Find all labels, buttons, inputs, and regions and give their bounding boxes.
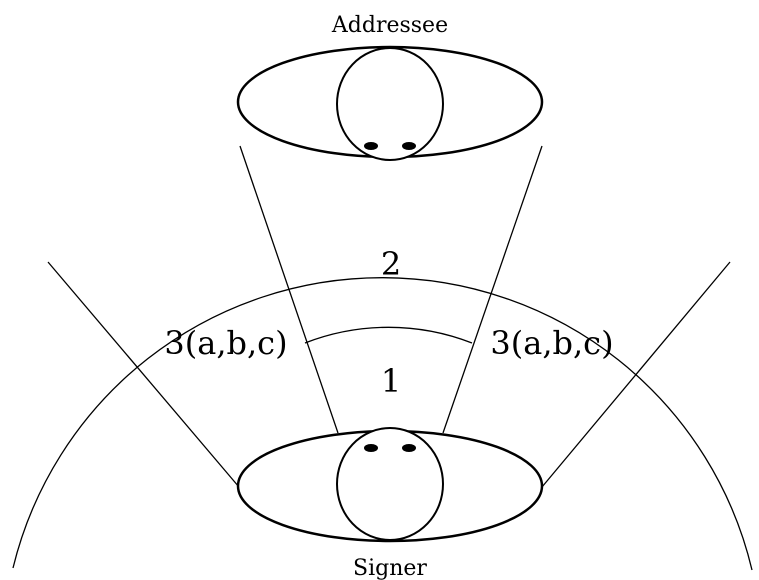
addressee-head-circle xyxy=(336,47,444,161)
right-lateral-line xyxy=(541,261,731,488)
addressee-figure xyxy=(236,45,544,161)
inner-zone-arc xyxy=(304,326,473,344)
left-lateral-line xyxy=(47,261,240,488)
central-cone-left-line xyxy=(239,145,339,434)
addressee-right-eye xyxy=(402,142,416,150)
zone-2-label: 2 xyxy=(381,245,401,283)
signer-head-circle xyxy=(336,427,444,541)
zone-3-left-label: 3(a,b,c) xyxy=(164,324,287,362)
signer-figure xyxy=(236,427,544,543)
zone-1-label: 1 xyxy=(381,362,401,400)
signer-left-eye xyxy=(364,444,378,452)
addressee-left-eye xyxy=(364,142,378,150)
signer-label: Signer xyxy=(353,556,427,580)
addressee-label: Addressee xyxy=(331,13,448,38)
outer-signing-space-arc xyxy=(12,277,753,571)
central-cone-right-line xyxy=(442,145,543,434)
signer-right-eye xyxy=(402,444,416,452)
zone-3-right-label: 3(a,b,c) xyxy=(490,324,613,362)
